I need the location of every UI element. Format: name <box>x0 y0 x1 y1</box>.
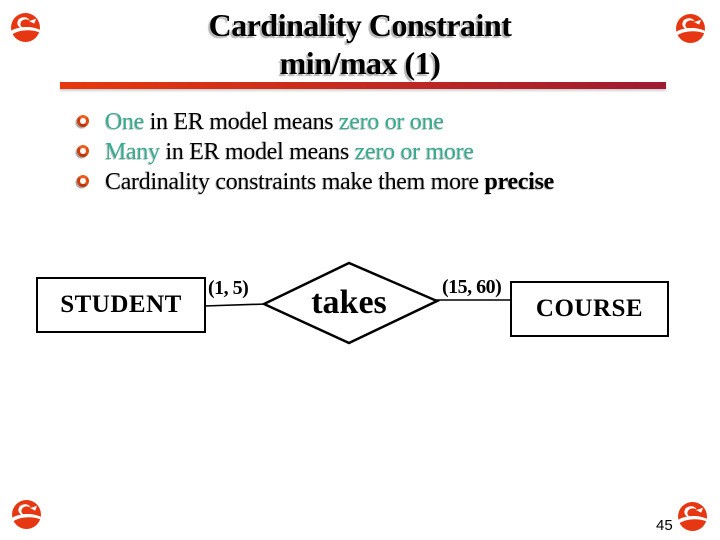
highlight-term: Many <box>105 139 160 165</box>
title-line-2: min/max (1) <box>279 45 441 81</box>
er-diagram-connectors <box>203 261 512 345</box>
cardinality-label-right: (15, 60) <box>442 276 502 298</box>
bullet-body-text: in ER model means <box>144 109 340 135</box>
ring-bullet-icon <box>77 175 89 187</box>
title-line-1: Cardinality Constraint <box>208 7 512 43</box>
bullet-text: Many in ER model means zero or more <box>105 139 474 166</box>
bullet-item: Cardinality constraints make them more p… <box>77 169 554 199</box>
ring-bullet-icon <box>77 145 89 157</box>
relationship-diamond <box>261 261 441 345</box>
page-title: Cardinality Constraint min/max (1) <box>10 6 710 82</box>
bullet-body-text: in ER model means <box>159 139 355 165</box>
ring-bullet-icon <box>77 115 89 127</box>
bullet-item: Many in ER model means zero or more <box>77 139 554 169</box>
entity-label-course: COURSE <box>535 295 644 322</box>
cardinality-label-left: (1, 5) <box>208 277 249 299</box>
entity-box-student: STUDENT <box>36 277 206 333</box>
bullet-list: One in ER model means zero or one Many i… <box>77 109 554 199</box>
swirl-logo-icon-top-left <box>9 11 42 44</box>
bullet-text: One in ER model means zero or one <box>105 109 444 136</box>
connector-line-left <box>203 303 267 307</box>
swirl-logo-icon-bottom-left <box>10 498 43 531</box>
highlight-term: zero or one <box>339 109 444 135</box>
page-number: 45 <box>656 517 673 534</box>
entity-box-course: COURSE <box>510 281 669 337</box>
relationship-label-takes: takes <box>311 284 387 321</box>
title-divider-bar <box>60 82 666 89</box>
swirl-logo-icon-bottom-right <box>676 500 709 533</box>
bullet-body-text: Cardinality constraints make them more <box>105 169 485 195</box>
entity-label-student: STUDENT <box>60 291 182 318</box>
highlight-term: zero or more <box>354 139 474 165</box>
bullet-item: One in ER model means zero or one <box>77 109 554 139</box>
highlight-term: One <box>105 109 145 135</box>
bullet-text: Cardinality constraints make them more p… <box>105 169 554 196</box>
swirl-logo-icon-top-right <box>674 12 707 45</box>
emphasized-term: precise <box>484 169 555 195</box>
